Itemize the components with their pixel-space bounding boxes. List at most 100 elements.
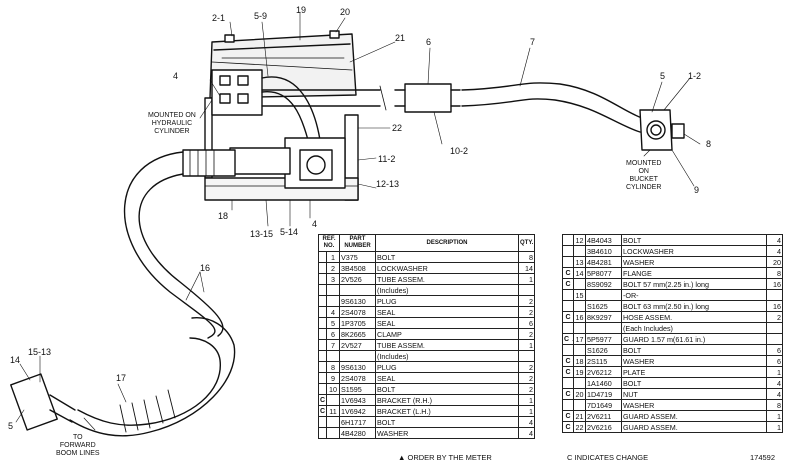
ref-number-cell <box>573 300 586 312</box>
column-header-description: DESCRIPTION <box>375 234 519 252</box>
quantity-cell <box>518 284 535 296</box>
ref-number-cell: 22 <box>573 421 586 433</box>
quantity-cell <box>518 350 535 362</box>
description-cell: BOLT <box>621 344 767 356</box>
description-cell: HOSE ASSEM. <box>621 311 767 323</box>
ref-number-cell <box>326 295 340 307</box>
description-cell: BOLT <box>621 377 767 389</box>
callout-label: 9 <box>694 185 700 195</box>
callout-label: 15-13 <box>28 347 52 357</box>
quantity-cell: 8 <box>518 251 535 263</box>
change-flag-cell: C <box>562 410 574 422</box>
change-flag-cell <box>562 289 574 301</box>
ref-number-cell: 4 <box>326 306 340 318</box>
part-number-cell: 2V6211 <box>585 410 622 422</box>
change-flag-cell <box>318 427 327 439</box>
ref-number-cell: 14 <box>573 267 586 279</box>
forward-fitting <box>10 373 58 431</box>
description-cell: TUBE ASSEM. <box>375 339 519 351</box>
ref-number-cell: 10 <box>326 383 340 395</box>
description-cell: TUBE ASSEM. <box>375 273 519 285</box>
description-cell: WASHER <box>621 256 767 268</box>
description-cell: BOLT 63 mm(2.50 in.) long <box>621 300 767 312</box>
clamp <box>404 83 452 113</box>
part-number-cell: 2V527 <box>339 339 376 351</box>
change-flag-cell <box>318 328 327 340</box>
table-row: 15-OR- <box>562 289 783 301</box>
ref-number-cell <box>326 427 340 439</box>
quantity-cell: 1 <box>766 421 783 433</box>
change-flag-cell <box>318 350 327 362</box>
column-header-ref: REF. NO. <box>318 234 340 252</box>
ref-number-cell: 9 <box>326 372 340 384</box>
quantity-cell: 1 <box>518 394 535 406</box>
callout-label: 7 <box>530 37 536 47</box>
callout-label: 8 <box>706 139 712 149</box>
change-flag-cell <box>318 383 327 395</box>
quantity-cell: 2 <box>518 328 535 340</box>
ref-number-cell: 12 <box>573 234 586 246</box>
callout-label: 13-15 <box>250 229 274 239</box>
change-flag-cell: C <box>562 366 574 378</box>
change-flag-cell <box>318 273 327 285</box>
ref-number-cell: 2 <box>326 262 340 274</box>
part-number-cell: 2S4078 <box>339 372 376 384</box>
ref-number-cell: 8 <box>326 361 340 373</box>
ref-number-cell: 17 <box>573 333 586 345</box>
ref-number-cell <box>326 394 340 406</box>
quantity-cell: 2 <box>518 295 535 307</box>
description-cell: SEAL <box>375 317 519 329</box>
change-flag-cell <box>318 317 327 329</box>
ref-number-cell: 7 <box>326 339 340 351</box>
change-flag-cell <box>562 322 574 334</box>
callout-label: 22 <box>392 123 403 133</box>
description-cell: (Includes) <box>375 350 519 362</box>
description-cell: BOLT <box>375 383 519 395</box>
part-number-cell: 2V6212 <box>585 366 622 378</box>
column-header-qty: QTY. <box>518 234 535 252</box>
part-number-cell <box>585 289 622 301</box>
description-cell: BOLT 57 mm(2.25 in.) long <box>621 278 767 290</box>
quantity-cell <box>766 289 783 301</box>
part-number-cell: 2S115 <box>585 355 622 367</box>
part-number-cell <box>585 322 622 334</box>
description-cell: BOLT <box>375 416 519 428</box>
quantity-cell <box>766 333 783 345</box>
quantity-cell: 4 <box>766 388 783 400</box>
change-flag-cell: C <box>562 388 574 400</box>
part-number-cell: 3B4610 <box>585 245 622 257</box>
part-number-cell: 8S9092 <box>585 278 622 290</box>
description-cell: WASHER <box>621 399 767 411</box>
description-cell: PLUG <box>375 295 519 307</box>
quantity-cell: 4 <box>518 427 535 439</box>
part-number-cell <box>339 284 376 296</box>
change-flag-cell <box>318 306 327 318</box>
part-number-cell: 6H1717 <box>339 416 376 428</box>
change-flag-cell: C <box>562 311 574 323</box>
part-number-cell: 8K2665 <box>339 328 376 340</box>
change-flag-cell: C <box>562 355 574 367</box>
quantity-cell: 8 <box>766 267 783 279</box>
change-flag-cell <box>562 399 574 411</box>
change-flag-cell <box>562 377 574 389</box>
description-cell: -OR- <box>621 289 767 301</box>
ref-number-cell <box>573 399 586 411</box>
description-cell: SEAL <box>375 306 519 318</box>
ref-number-cell: 13 <box>573 256 586 268</box>
change-indicator-note: C INDICATES CHANGE <box>567 453 649 462</box>
change-flag-cell: C <box>318 394 327 406</box>
